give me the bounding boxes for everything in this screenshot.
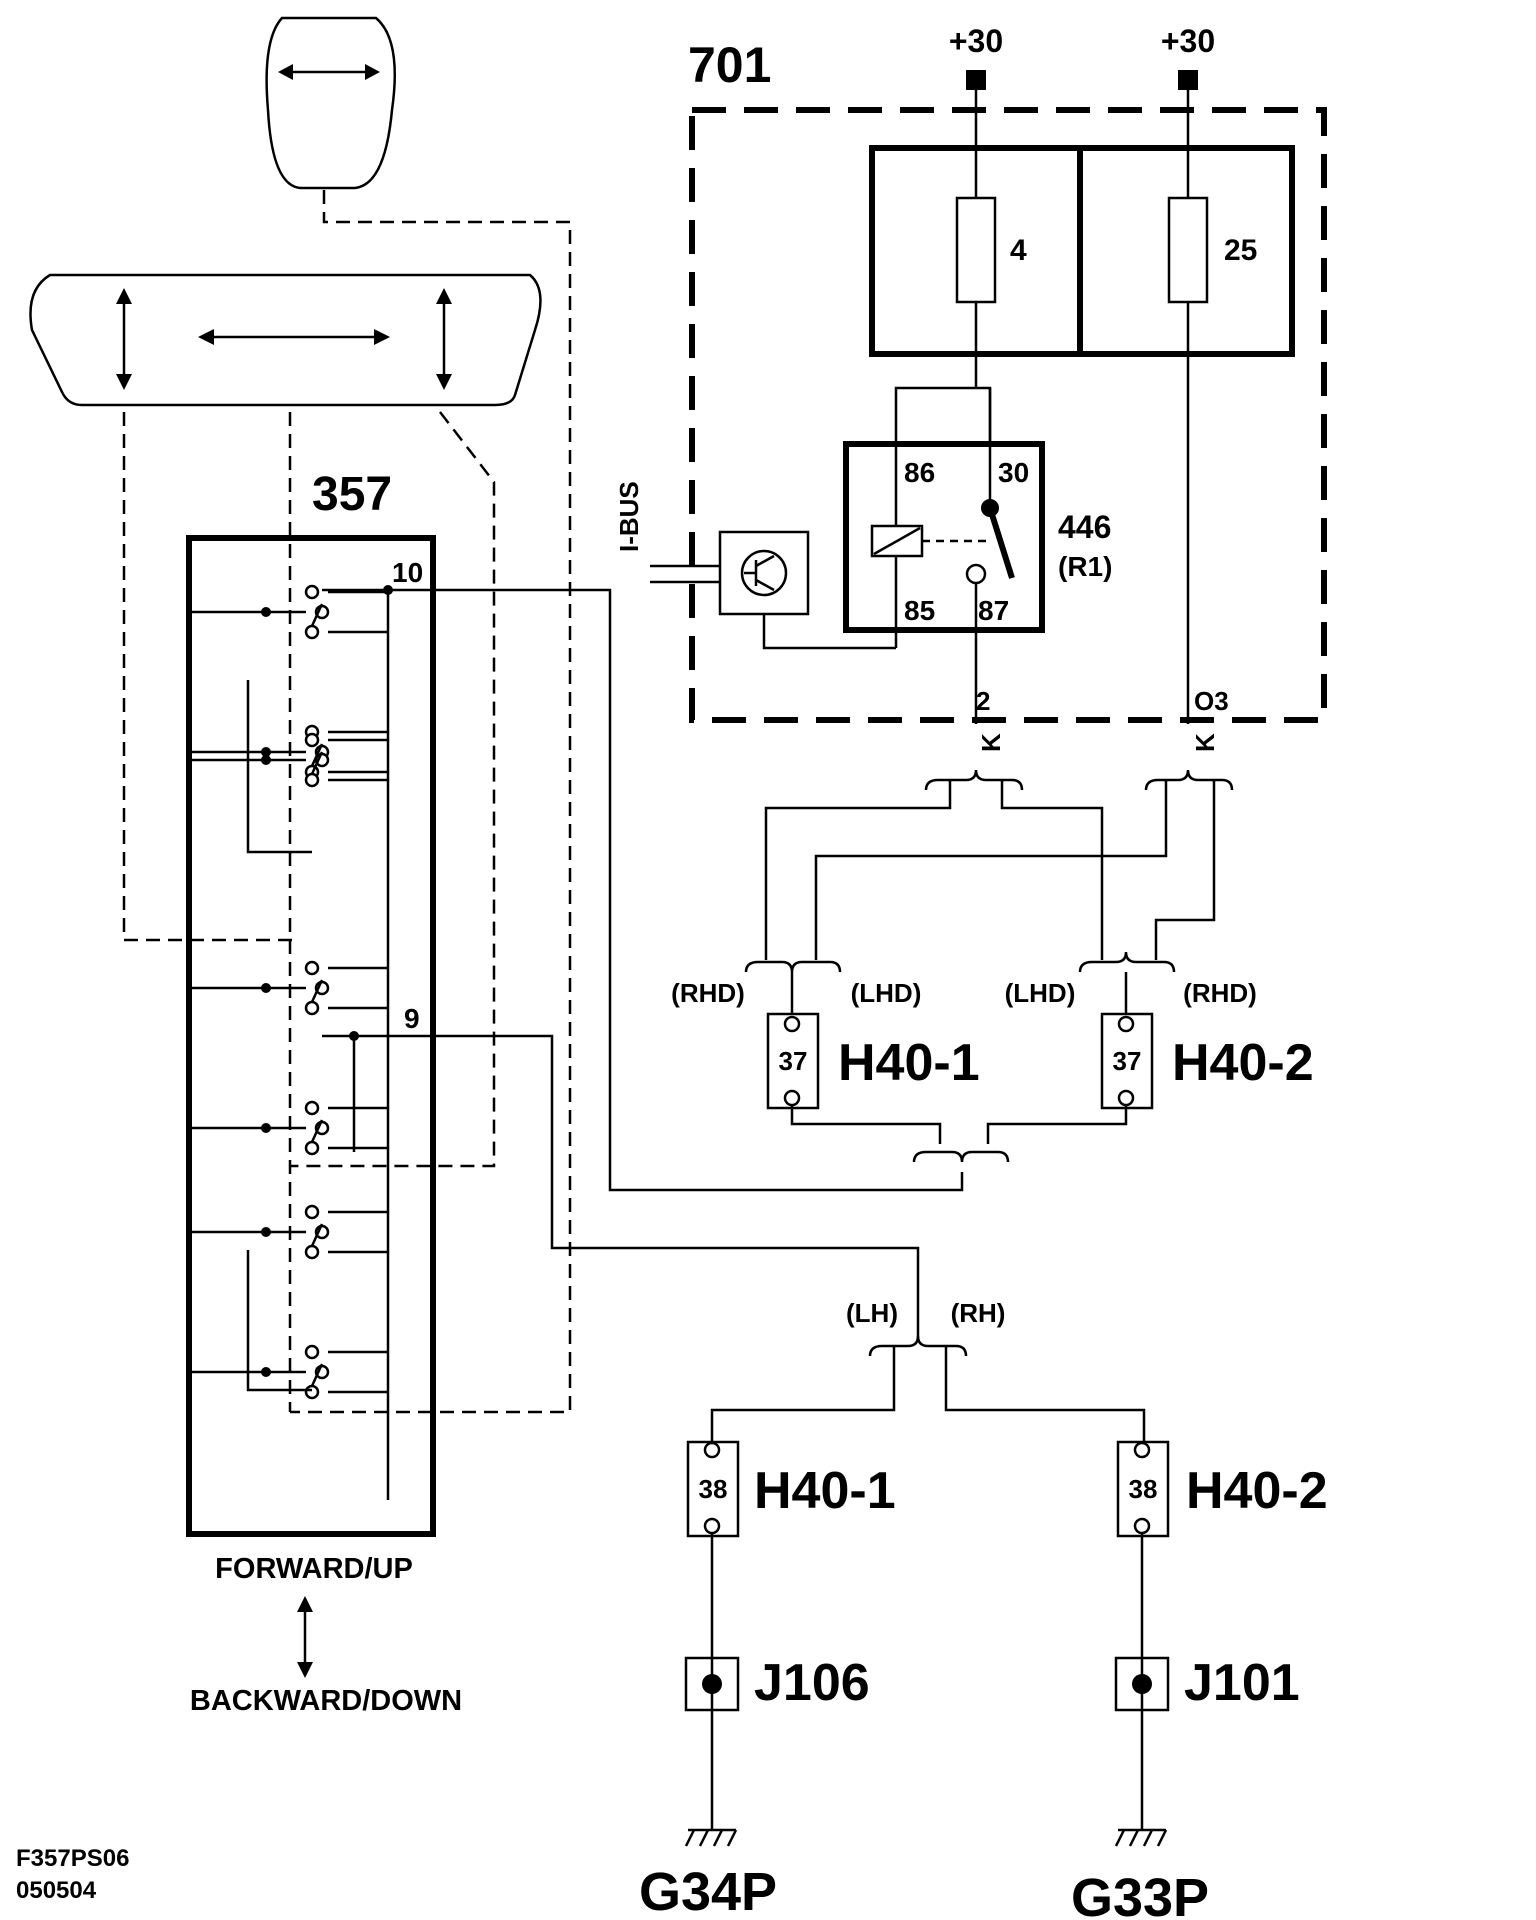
switch-junction [261, 755, 271, 765]
rhd-label-right: (RHD) [1183, 978, 1257, 1008]
transistor-block [718, 530, 810, 616]
rh-label: (RH) [951, 1298, 1006, 1328]
relay-pin-85: 85 [904, 595, 935, 626]
switch-contact [304, 1204, 320, 1220]
switch-contact [304, 732, 320, 748]
switch-junction [261, 747, 271, 757]
module-701 [689, 107, 1327, 723]
switch-contact [304, 1140, 320, 1156]
switch-junction [261, 1227, 271, 1237]
branch-lower [710, 1335, 1146, 1442]
switch-contact [304, 960, 320, 976]
backward-down-label: BACKWARD/DOWN [190, 1685, 462, 1717]
ground-g34p-label: G34P [639, 1862, 777, 1920]
relay-contact [987, 507, 1015, 579]
figure-date: 050504 [16, 1877, 97, 1904]
switch-blade [310, 1223, 324, 1247]
switch-contact [304, 772, 320, 788]
switch-pin-10: 10 [392, 557, 423, 588]
seat-cushion-icon [29, 273, 542, 407]
fuse-4 [955, 196, 997, 304]
relay-446 [843, 441, 1045, 633]
switch-bridge [246, 680, 312, 854]
switch-junction [261, 1123, 271, 1133]
output-o3-connector: K [1190, 733, 1220, 752]
output-o3-label: O3 [1194, 686, 1229, 716]
switch-bridge [246, 1250, 312, 1392]
relay-name: 446 [1058, 509, 1111, 545]
output-2-connector: K [976, 733, 1006, 752]
merge-right [1078, 951, 1176, 1014]
switch-id-label: 357 [312, 468, 392, 521]
switch-internals [192, 584, 393, 1500]
switch-contact [304, 584, 320, 600]
switch-contact [304, 1000, 320, 1016]
connector-h40-1-upper-name: H40-1 [838, 1034, 980, 1092]
branch-right [814, 769, 1234, 960]
ground-g34p-icon [684, 1828, 738, 1847]
merge-bottom [790, 1105, 1128, 1163]
merge-left [744, 960, 842, 1014]
mechanical-links [122, 190, 572, 1414]
ground-g33p-icon [1114, 1828, 1168, 1847]
relay-sub: (R1) [1058, 551, 1112, 582]
supply-right-label: +30 [1161, 23, 1215, 59]
switch-contact [304, 1384, 320, 1400]
switch-blade [310, 603, 324, 627]
lhd-label-right: (LHD) [1005, 978, 1076, 1008]
connector-h40-2-upper-pin: 37 [1113, 1046, 1142, 1076]
rhd-label-left: (RHD) [671, 978, 745, 1008]
switch-junction [261, 1367, 271, 1377]
relay-pin-30: 30 [998, 457, 1029, 488]
fuse-25-label: 25 [1224, 234, 1257, 267]
splice-j101-label: J101 [1184, 1654, 1300, 1712]
connector-h40-2-lower-pin: 38 [1129, 1474, 1158, 1504]
direction-arrow-icon [297, 1596, 313, 1678]
output-2-label: 2 [976, 686, 990, 716]
wire-pin9 [322, 1034, 920, 1340]
ibus-label: I-BUS [614, 481, 644, 552]
connector-h40-2-lower-name: H40-2 [1186, 1462, 1328, 1520]
module-id-label: 701 [688, 37, 771, 93]
switch-blade [310, 751, 324, 775]
relay-pin-86: 86 [904, 457, 935, 488]
transistor-icon [740, 549, 788, 597]
connector-h40-2-upper-name: H40-2 [1172, 1034, 1314, 1092]
ground-g33p-label: G33P [1071, 1868, 1209, 1920]
forward-up-label: FORWARD/UP [215, 1553, 413, 1585]
supply-left-terminal [966, 70, 986, 90]
connector-h40-1-upper-pin: 37 [779, 1046, 808, 1076]
switch-pin-9: 9 [404, 1003, 420, 1034]
splice-j106 [684, 1656, 740, 1712]
supply-left-label: +30 [949, 23, 1003, 59]
switch-blade [310, 1119, 324, 1143]
switch-contact [304, 1100, 320, 1116]
connector-h40-1-lower-name: H40-1 [754, 1462, 896, 1520]
switch-contact [304, 1344, 320, 1360]
lhd-label-left: (LHD) [851, 978, 922, 1008]
switch-contact [304, 624, 320, 640]
figure-code: F357PS06 [16, 1845, 129, 1872]
switch-blade [310, 979, 324, 1003]
splice-j106-label: J106 [754, 1654, 870, 1712]
headrest-icon [265, 16, 397, 190]
fuse-4-label: 4 [1010, 234, 1027, 267]
switch-contact [304, 1244, 320, 1260]
switch-junction [261, 607, 271, 617]
splice-j101 [1114, 1656, 1170, 1712]
wire-pin10 [322, 588, 964, 1192]
lh-label: (LH) [846, 1298, 898, 1328]
supply-right-terminal [1178, 70, 1198, 90]
connector-h40-1-lower-pin: 38 [699, 1474, 728, 1504]
branch-left [764, 769, 1104, 960]
relay-pin-87: 87 [978, 595, 1009, 626]
fuse-25 [1167, 196, 1209, 304]
switch-junction [261, 983, 271, 993]
switch-blade [310, 1363, 324, 1387]
